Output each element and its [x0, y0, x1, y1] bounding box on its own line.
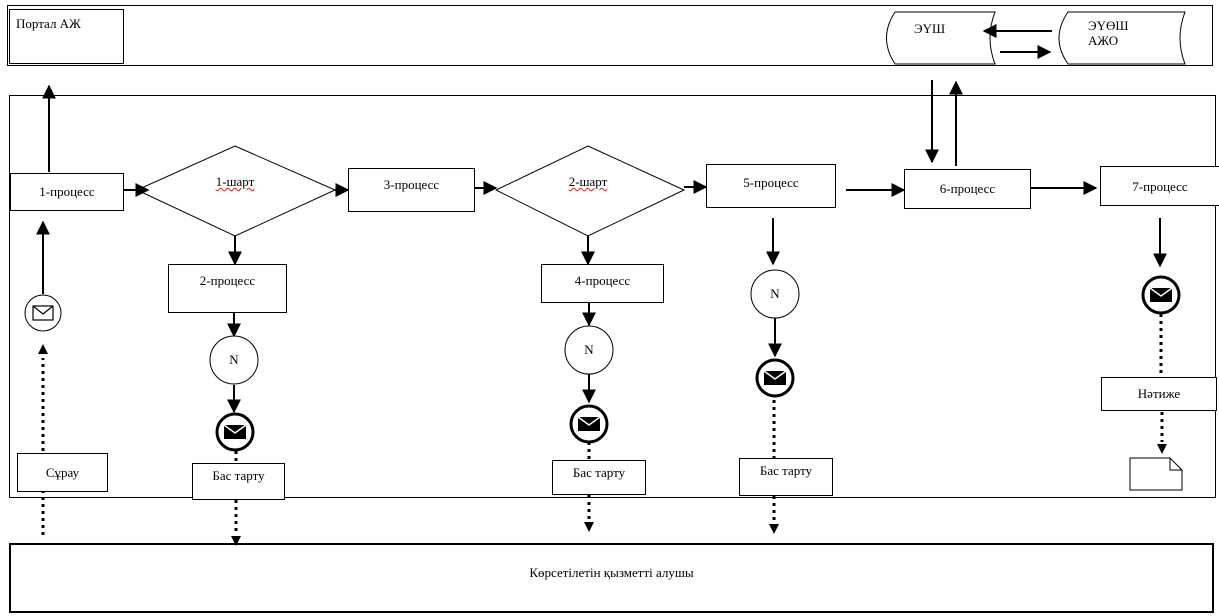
- n-circle-3: [750, 269, 800, 319]
- receiver-label: Көрсетілетін қызметті алушы: [529, 565, 694, 580]
- request-box: Сұрау: [17, 453, 108, 492]
- result-box: Нәтиже: [1101, 377, 1217, 411]
- dotted-refusal2-arrowhead: [584, 522, 594, 532]
- condition-2-text: 2-шарт: [568, 174, 608, 189]
- process-7-label: 7-процесс: [1132, 179, 1188, 194]
- mail-icon-4: [1141, 275, 1181, 315]
- process-6: 6-процесс: [904, 169, 1031, 209]
- condition-2-label: 2-шарт: [548, 174, 628, 190]
- refusal-label-2: Бас тарту: [572, 465, 626, 480]
- eush-label: ЭҮШ: [914, 21, 946, 36]
- process-3-label: 3-процесс: [383, 177, 440, 192]
- n-label-1: N: [229, 352, 239, 367]
- condition-1-diamond: [135, 145, 337, 237]
- top-lane: [7, 5, 1213, 66]
- dotted-result-arrowhead: [1157, 444, 1167, 454]
- n-label-2: N: [584, 342, 594, 357]
- mail-icon-3: [755, 358, 795, 398]
- eoush-label: ЭҮӨШ АЖО: [1088, 18, 1129, 48]
- mail-icon-2: [569, 404, 609, 444]
- process-2: 2-процесс: [168, 264, 287, 313]
- process-7: 7-процесс: [1100, 166, 1219, 206]
- dotted-refusal3-arrowhead: [769, 524, 779, 534]
- condition-1-text: 1-шарт: [215, 174, 255, 189]
- document-icon: [1129, 457, 1183, 491]
- process-5: 5-процесс: [706, 164, 836, 208]
- process-6-label: 6-процесс: [939, 181, 996, 196]
- mail-icon-1: [215, 412, 255, 452]
- refusal-box-2: Бас тарту: [552, 460, 646, 495]
- eoush-database-icon: [1058, 11, 1186, 65]
- dotted-refusal1-arrowhead: [231, 536, 241, 546]
- process-4-label: 4-процесс: [574, 273, 631, 288]
- process-4: 4-процесс: [541, 264, 664, 303]
- main-lane: [9, 95, 1216, 498]
- n-circle-1: [209, 335, 259, 385]
- n-circle-2: [564, 325, 614, 375]
- n-label-3: N: [770, 286, 780, 301]
- refusal-label-1: Бас тарту: [212, 468, 265, 483]
- process-1: 1-процесс: [10, 173, 124, 211]
- envelope-start-icon: [24, 294, 62, 332]
- portal-label: Портал АЖ: [16, 16, 81, 31]
- process-1-label: 1-процесс: [39, 184, 95, 199]
- process-5-label: 5-процесс: [743, 175, 799, 190]
- refusal-box-3: Бас тарту: [739, 458, 833, 496]
- refusal-box-1: Бас тарту: [192, 463, 285, 500]
- receiver-lane: [9, 543, 1214, 613]
- dotted-request-arrowhead: [38, 344, 48, 354]
- process-3: 3-процесс: [348, 168, 475, 212]
- process-2-label: 2-процесс: [199, 273, 256, 288]
- refusal-label-3: Бас тарту: [759, 463, 813, 478]
- result-label: Нәтиже: [1137, 386, 1181, 401]
- eush-database-icon: [886, 11, 996, 65]
- portal-box: Портал АЖ: [9, 9, 124, 64]
- condition-1-label: 1-шарт: [195, 174, 275, 190]
- request-label: Сұрау: [45, 464, 80, 480]
- condition-2-diamond: [494, 145, 686, 237]
